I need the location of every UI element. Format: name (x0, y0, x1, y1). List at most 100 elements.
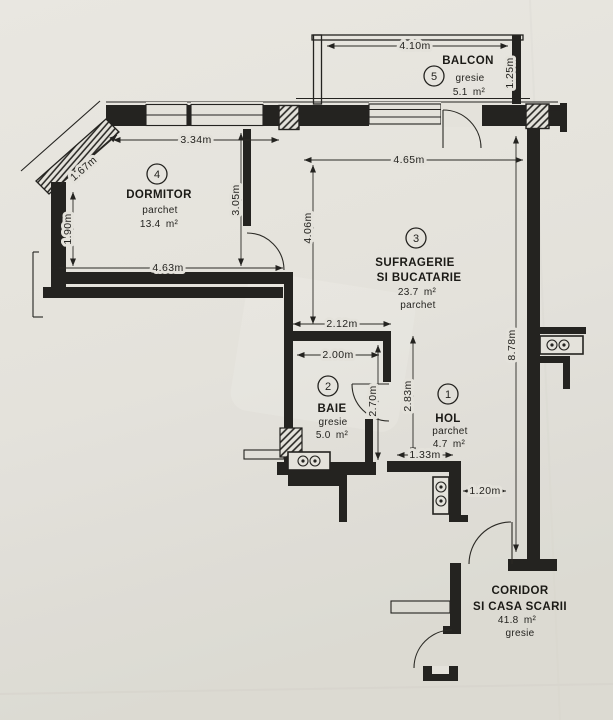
dim-dormitor-window-wall: 3.34m (113, 131, 279, 149)
dim-sufragerie-depth-label: 4.06m (302, 212, 314, 243)
column-hatched-left (278, 104, 300, 131)
corridor-bottom-notch (432, 666, 449, 674)
baie-door (351, 383, 390, 422)
dim-corridor-passage-label: 1.20m (469, 485, 500, 497)
east-boundary-wall (527, 128, 540, 559)
window-sufragerie (368, 102, 442, 126)
baie-west-wall (284, 272, 293, 471)
corridor-thin-wall (390, 600, 451, 614)
coridor-name-line2: SI CASA SCARII (473, 601, 567, 613)
balcon-name: BALCON (442, 55, 494, 67)
dim-balcon-depth-label: 1.25m (504, 57, 516, 88)
balcon-number: 5 (431, 71, 437, 83)
party-wall (43, 287, 283, 298)
coridor-area: 41.8 m² (498, 615, 537, 626)
dormitor-west-wall (51, 182, 66, 290)
baie-door-wall-lower (365, 419, 373, 474)
south-wall-stub (339, 486, 347, 522)
dim-sufragerie-depth: 4.06m (299, 165, 317, 324)
dim-balcon-depth: 1.25m (501, 50, 519, 96)
dim-hol-depth: 2.83m (399, 336, 417, 455)
balcony-railing-top (311, 34, 524, 41)
dim-dormitor-window-wall-label: 3.34m (180, 134, 211, 146)
dormitor-floor: parchet (142, 205, 177, 216)
fixtures (279, 335, 584, 515)
dormitor-east-wall (243, 129, 251, 226)
dormitor-door (246, 232, 285, 271)
room-label-baie: 2 BAIE gresie 5.0 m² (316, 375, 348, 441)
baie-name: BAIE (317, 403, 346, 415)
hol-area: 4.7 m² (433, 439, 466, 450)
balcony-door (442, 109, 482, 149)
room-label-hol: 1 HOL parchet 4.7 m² (432, 383, 467, 450)
entry-door-jamb (449, 515, 468, 522)
hol-number: 1 (445, 389, 451, 401)
dim-hol-depth-label: 2.83m (402, 380, 414, 411)
apartment-entry-door (468, 521, 513, 565)
dim-dormitor-left-label: 1.90m (62, 213, 74, 244)
dim-sufragerie-width-label: 4.65m (393, 154, 424, 166)
room-label-dormitor: 4 DORMITOR parchet 13.4 m² (126, 163, 192, 230)
hol-east-wall (449, 472, 461, 515)
dim-east-wall-label: 8.78m (506, 329, 518, 360)
dormitor-number: 4 (154, 169, 160, 181)
dim-hol-opening-label: 1.33m (409, 449, 440, 461)
dim-baie-width-label: 2.00m (322, 349, 353, 361)
window-dormitor-2 (190, 102, 264, 127)
north-wall-end-cap (560, 103, 567, 132)
doors (246, 109, 513, 669)
dormitor-number-circle (146, 163, 168, 185)
baie-number: 2 (325, 381, 331, 393)
balcon-number-circle (423, 65, 445, 87)
dim-hol-opening: 1.33m (397, 446, 453, 464)
baie-number-circle (317, 375, 339, 397)
sufragerie-floor: parchet (400, 300, 435, 311)
south-wall-lower-band (288, 475, 347, 486)
corridor-wall-b (508, 559, 557, 571)
baie-meter-box (287, 451, 331, 471)
dim-dormitor-width-label: 4.63m (152, 262, 183, 274)
coridor-name-line1: CORIDOR (491, 585, 548, 597)
dim-dormitor-width: 4.63m (52, 259, 283, 277)
baie-door-wall-upper (383, 341, 391, 382)
dim-sufragerie-opening-label: 2.12m (326, 318, 357, 330)
dormitor-area: 13.4 m² (140, 219, 179, 230)
hol-number-circle (437, 383, 459, 405)
room-labels: BALCON 5 gresie 5.1 m² 4 DORMITOR parche… (126, 55, 567, 639)
dim-east-wall: 8.78m (503, 136, 521, 552)
baie-floor: gresie (318, 417, 347, 428)
sufragerie-area: 23.7 m² (398, 287, 437, 298)
dim-dormitor-depth: 3.05m (227, 133, 245, 266)
sufragerie-name-line2: SI BUCATARIE (377, 272, 462, 284)
coridor-floor: gresie (505, 628, 534, 639)
room-label-coridor: CORIDOR SI CASA SCARII 41.8 m² gresie (473, 585, 567, 639)
hol-south-wall (387, 461, 461, 472)
room-label-balcon: BALCON 5 gresie 5.1 m² (423, 55, 494, 98)
corridor-meter-box (539, 335, 584, 355)
baie-north-wall (293, 331, 391, 341)
stairwell-door (413, 629, 453, 669)
sufragerie-number: 3 (413, 233, 419, 245)
dim-balcon-width-label: 4.10m (399, 40, 430, 52)
room-label-sufragerie: 3 SUFRAGERIE SI BUCATARIE 23.7 m² parche… (375, 227, 462, 311)
niche-wall-top (540, 327, 586, 334)
dim-baie-depth-label: 2.70m (367, 385, 379, 416)
dim-sufragerie-opening: 2.12m (293, 315, 391, 333)
dim-baie-width: 2.00m (297, 346, 379, 364)
dormitor-south-wall (51, 272, 291, 284)
niche-wall-side (563, 363, 570, 389)
entry-meter-box (432, 476, 450, 515)
dim-baie-depth: 2.70m (364, 345, 382, 460)
balcony-railing-left (312, 34, 323, 105)
balcon-area: 5.1 m² (453, 87, 486, 98)
niche-wall-bottom (540, 356, 570, 363)
hol-floor: parchet (432, 426, 467, 437)
dim-corridor-passage: 1.20m (463, 482, 506, 500)
dim-dormitor-depth-label: 3.05m (230, 184, 242, 215)
dim-dormitor-left: 1.90m (59, 192, 77, 266)
corridor-wall-a (450, 563, 461, 626)
sufragerie-name-line1: SUFRAGERIE (375, 257, 454, 269)
